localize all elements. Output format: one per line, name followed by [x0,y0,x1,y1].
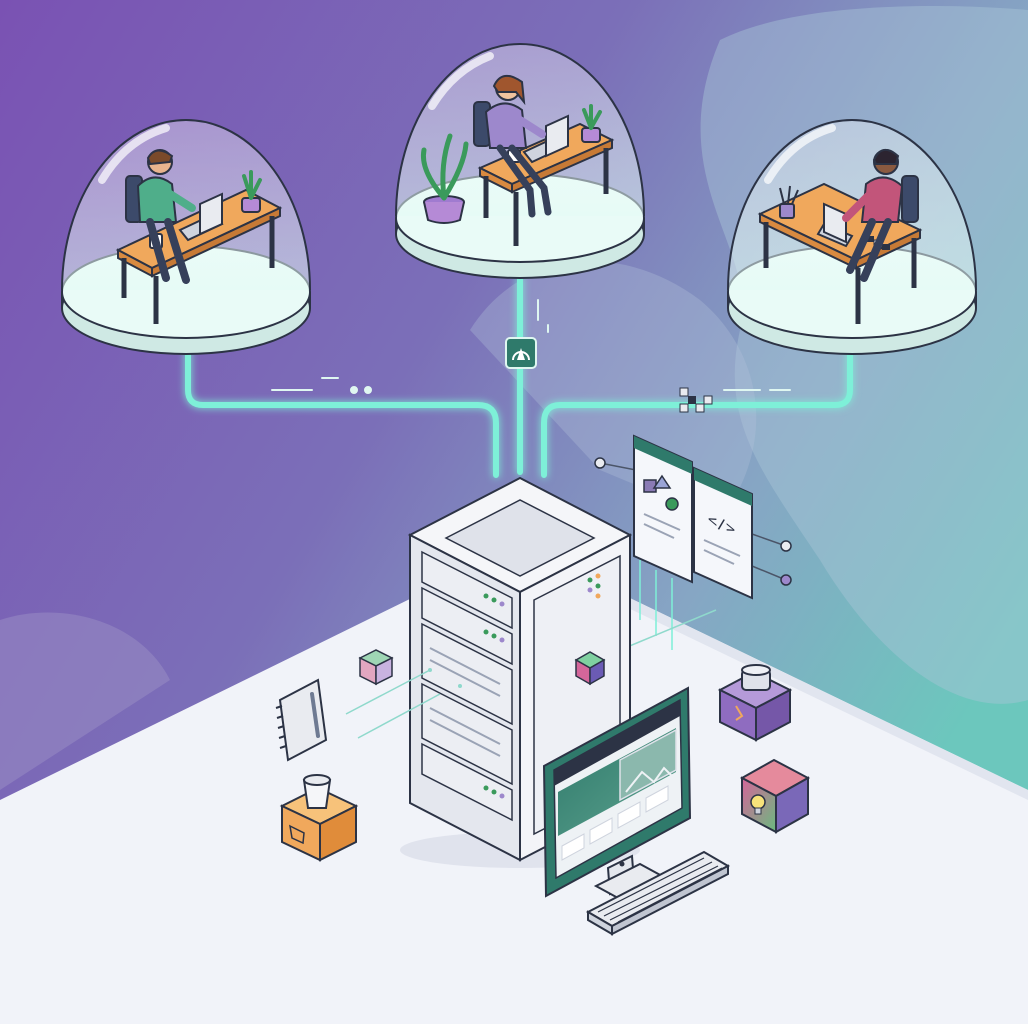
cup-icon [289,824,305,845]
connection-left [185,349,499,478]
speed-badge [505,337,537,369]
lightbulb-box [739,758,811,834]
mug-box [717,664,793,742]
coffee-box [279,774,359,862]
keyboard [585,850,731,936]
shapes-icon [643,474,679,511]
server-units [421,550,513,822]
worker-right [842,149,919,282]
floating-cube [358,649,394,686]
code-panel: </> [693,466,753,600]
background-blob-mid [470,261,757,520]
workstation-dome-left [61,119,311,355]
floor-shade [520,545,1028,800]
server-status-leds [587,573,601,599]
workstation-dome-center [395,43,645,279]
palette-icon [679,387,713,413]
website-mockup [558,728,677,861]
design-panel [633,434,693,584]
workstation-dome-right [727,119,977,355]
connection-dashes [271,299,791,394]
cube-icon-on-server [574,651,606,686]
worker-center [473,75,552,218]
notebook [275,678,328,762]
coffee-cup [302,774,332,809]
computer-monitor [542,686,692,900]
lightbulb-icon [750,794,766,815]
worker-left [125,149,196,284]
background-blob-left [0,612,170,790]
floating-panels: </> [594,434,792,651]
